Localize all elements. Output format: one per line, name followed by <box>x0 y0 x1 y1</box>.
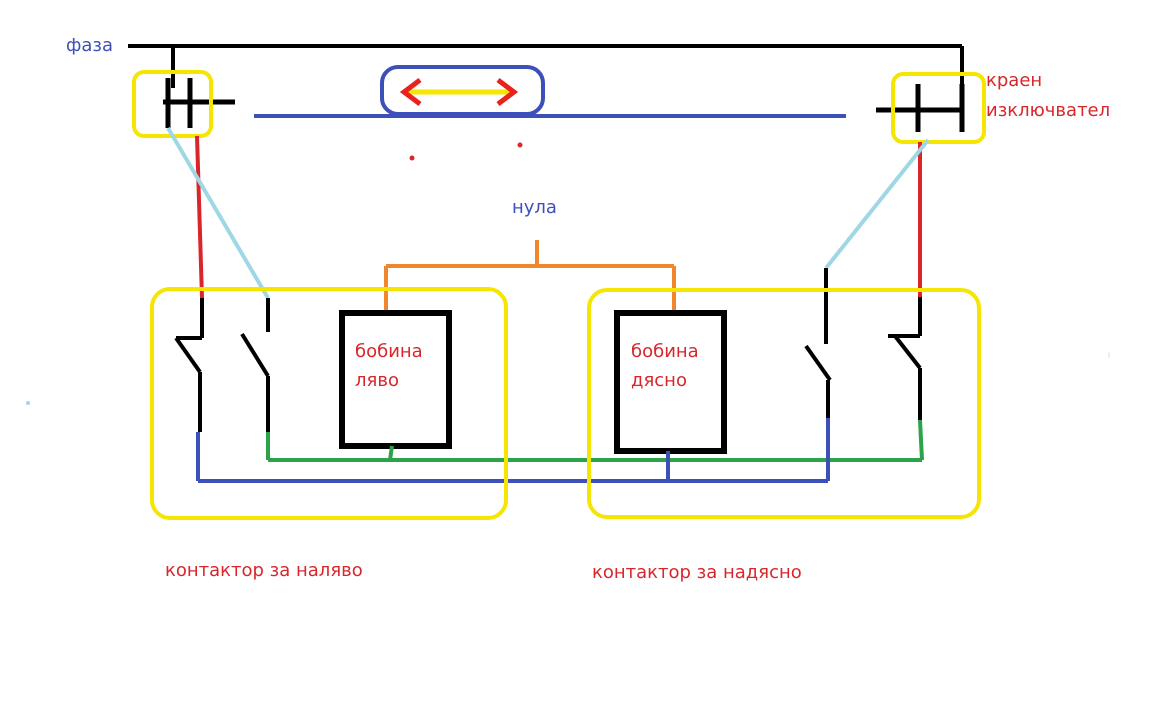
red-dot <box>409 155 415 161</box>
label-limit-switch-line2: изключвател <box>986 100 1110 121</box>
label-coil-right-line1: бобина <box>631 341 699 362</box>
right-limit-switch-highlight <box>891 72 986 144</box>
neutral-wire <box>384 240 676 313</box>
carriage-rail <box>254 65 846 161</box>
green-bus <box>266 419 924 462</box>
label-neutral: нула <box>512 197 557 218</box>
contactor-left-highlight <box>150 287 508 520</box>
phase-wire <box>128 44 964 88</box>
label-coil-left-line1: бобина <box>355 341 423 362</box>
carriage-body <box>380 65 545 116</box>
label-coil-right-line2: дясно <box>631 370 687 391</box>
stray-dot <box>26 401 30 405</box>
control-wire-red <box>195 135 922 299</box>
left-contactor-switches <box>174 298 270 432</box>
coil-left-box <box>339 310 452 449</box>
right-contactor-switches <box>804 268 922 420</box>
contactor-right-highlight <box>587 288 981 519</box>
coil-right-box <box>614 310 727 454</box>
left-limit-switch <box>132 70 235 138</box>
control-wire-lightblue <box>166 126 930 300</box>
label-contactor-left: контактор за наляво <box>165 560 363 581</box>
red-dot <box>517 142 523 148</box>
label-phase: фаза <box>66 35 113 56</box>
label-contactor-right: контактор за надясно <box>592 562 802 583</box>
right-limit-switch <box>876 72 986 144</box>
label-coil-left-line2: ляво <box>355 370 399 391</box>
label-limit-switch-line1: краен <box>986 70 1042 91</box>
blue-bus <box>196 418 830 483</box>
carriage-arrow-right-head <box>496 78 519 106</box>
carriage-arrow-left-head <box>399 78 422 106</box>
